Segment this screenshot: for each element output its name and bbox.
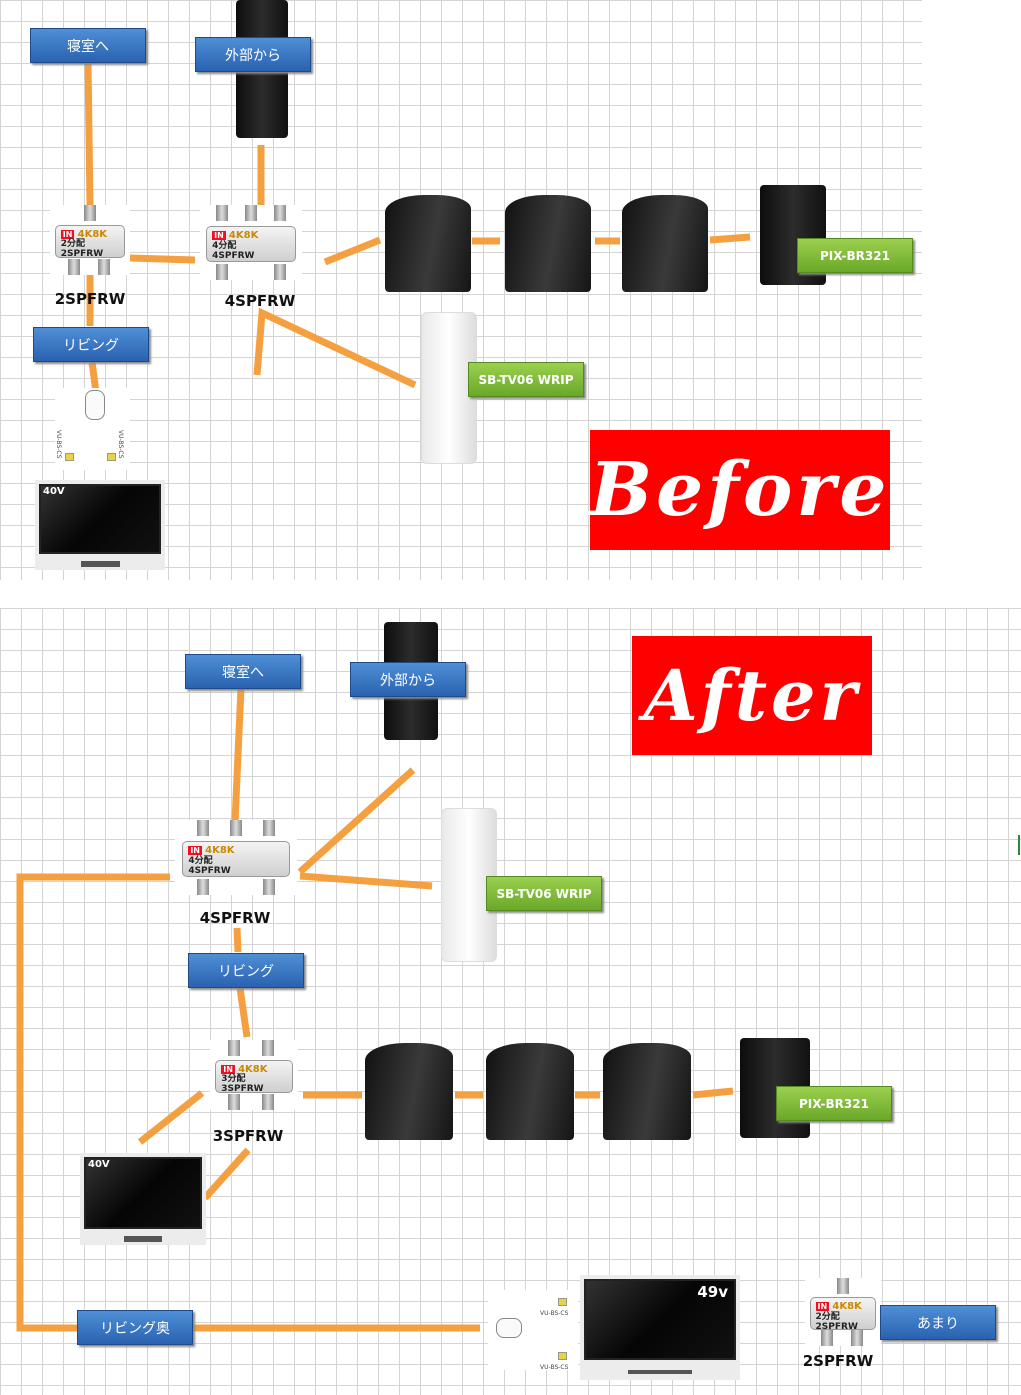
tv-40v: 40V bbox=[35, 480, 165, 570]
wire bbox=[236, 987, 251, 1038]
wire bbox=[137, 1090, 205, 1145]
wireless-unit bbox=[365, 1043, 453, 1140]
tv-40v: 40V bbox=[80, 1153, 206, 1245]
wire bbox=[16, 873, 480, 1332]
label-pix-br321: PIX-BR321 bbox=[797, 238, 913, 273]
label-sb-tv06: SB-TV06 WRIP bbox=[468, 362, 584, 397]
splitter-3spfrw-label: 3SPFRW bbox=[212, 1127, 284, 1145]
wire bbox=[709, 233, 751, 244]
sb-tv06-device bbox=[421, 312, 477, 464]
bs-cs-separator: VU-BS-CS VU-BS-CS bbox=[55, 388, 130, 470]
splitter-2spfrw-label: 2SPFRW bbox=[802, 1352, 874, 1370]
wire bbox=[299, 872, 433, 890]
tv-49v: 49v bbox=[580, 1275, 740, 1380]
label-living: リビング bbox=[33, 327, 149, 362]
wireless-unit bbox=[505, 195, 591, 292]
wireless-unit bbox=[603, 1043, 691, 1140]
wire bbox=[692, 1087, 734, 1099]
wire bbox=[129, 254, 196, 264]
after-title: After bbox=[632, 636, 872, 755]
label-outside: 外部から bbox=[195, 37, 311, 72]
label-living-back: リビング奥 bbox=[77, 1310, 193, 1345]
label-outside: 外部から bbox=[350, 662, 466, 697]
wire bbox=[84, 61, 94, 206]
wireless-unit bbox=[486, 1043, 574, 1140]
label-pix-br321: PIX-BR321 bbox=[776, 1086, 892, 1121]
label-bedroom: 寝室へ bbox=[185, 654, 301, 689]
wire bbox=[202, 1147, 251, 1201]
label-spare: あまり bbox=[880, 1305, 996, 1340]
wire bbox=[323, 236, 382, 266]
bs-cs-separator: VU-BS-CS VU-BS-CS bbox=[488, 1290, 578, 1371]
splitter-4spfrw-label: 4SPFRW bbox=[199, 909, 271, 927]
wireless-unit bbox=[385, 195, 471, 292]
wire bbox=[233, 927, 242, 953]
splitter-4spfrw-label: 4SPFRW bbox=[224, 292, 296, 310]
wire bbox=[297, 767, 416, 875]
wire bbox=[231, 687, 245, 823]
label-bedroom: 寝室へ bbox=[30, 28, 146, 63]
wire bbox=[253, 307, 417, 389]
splitter-2spfrw-label: 2SPFRW bbox=[54, 290, 126, 308]
wire bbox=[88, 361, 100, 393]
before-title: Before bbox=[590, 430, 890, 550]
wireless-unit bbox=[622, 195, 708, 292]
label-living: リビング bbox=[188, 953, 304, 988]
label-sb-tv06: SB-TV06 WRIP bbox=[486, 876, 602, 911]
